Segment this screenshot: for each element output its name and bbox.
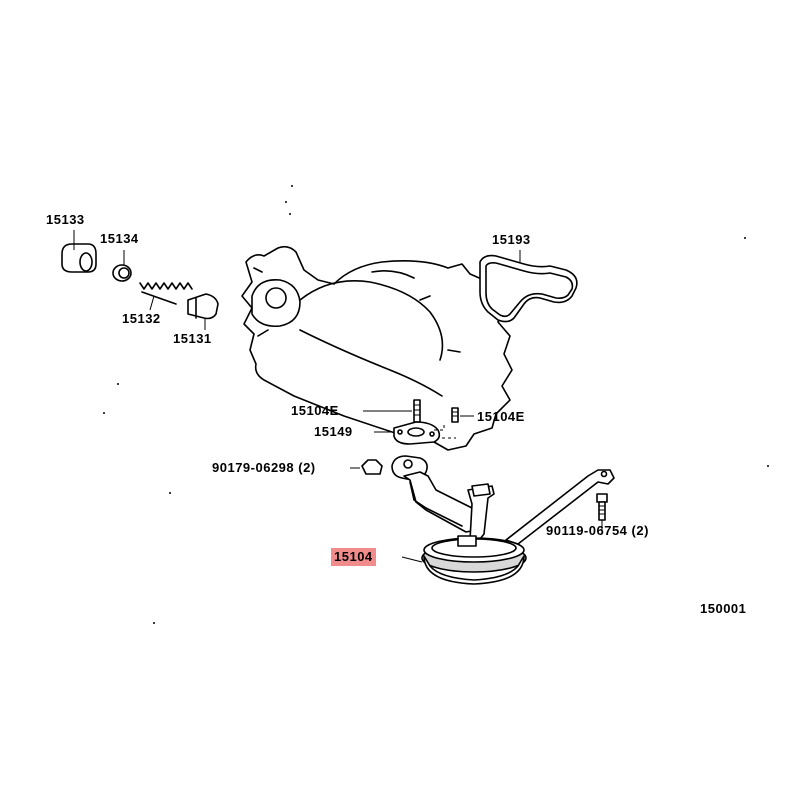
oil-pump-body[interactable] (241, 201, 513, 451)
label-15193[interactable]: 15193 (492, 232, 531, 247)
spring-15132[interactable] (139, 282, 193, 311)
stud-15104E-right[interactable] (451, 407, 474, 423)
ring-15134[interactable] (112, 250, 132, 282)
label-15104-highlighted[interactable]: 15104 (331, 548, 376, 566)
oil-strainer-15104[interactable] (391, 455, 615, 585)
gasket-15149[interactable] (374, 421, 456, 445)
label-15149[interactable]: 15149 (314, 424, 353, 439)
label-15134[interactable]: 15134 (100, 231, 139, 246)
valve-15131[interactable] (187, 293, 219, 330)
label-15132[interactable]: 15132 (122, 311, 161, 326)
gasket-15193[interactable] (479, 250, 578, 323)
nut-90179-06298[interactable] (350, 459, 383, 475)
diagram-number: 150001 (700, 601, 747, 616)
label-15104E-left[interactable]: 15104E (291, 403, 339, 418)
label-15133[interactable]: 15133 (46, 212, 85, 227)
label-15104E-right[interactable]: 15104E (477, 409, 525, 424)
plug-15133[interactable] (61, 230, 97, 273)
label-90179-06298[interactable]: 90179-06298 (2) (212, 460, 316, 475)
bolt-90119-06754[interactable] (596, 493, 608, 530)
label-15131[interactable]: 15131 (173, 331, 212, 346)
label-90119-06754[interactable]: 90119-06754 (2) (546, 523, 649, 538)
